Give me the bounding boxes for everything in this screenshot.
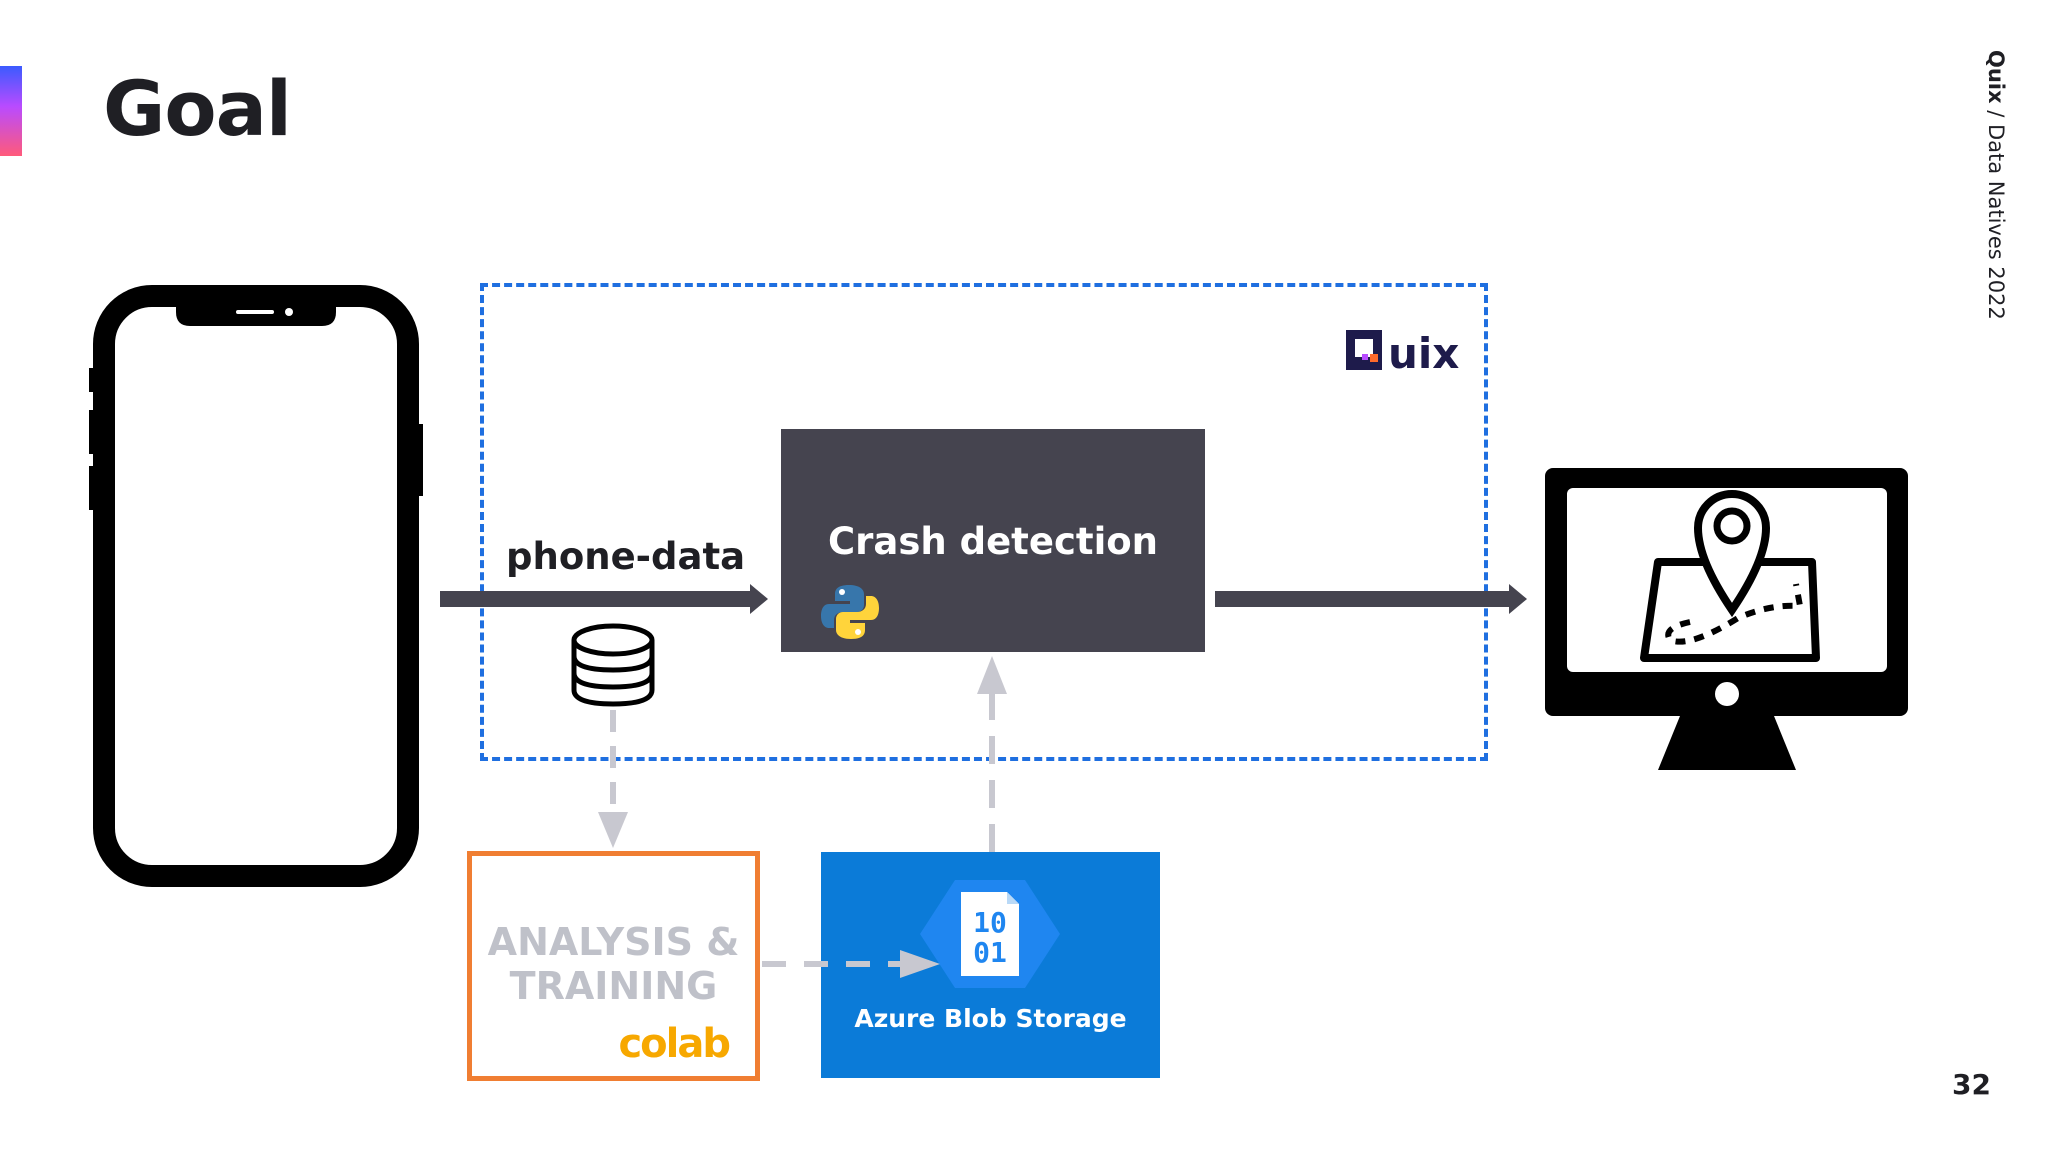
azure-blob-document-fold bbox=[1007, 892, 1019, 904]
analysis-training-label: ANALYSIS & TRAINING bbox=[487, 920, 740, 1008]
azure-blob-icon: 10 01 bbox=[920, 880, 1060, 988]
python-icon-eye-yellow bbox=[855, 629, 861, 635]
azure-blob-storage-label: Azure Blob Storage bbox=[854, 1004, 1127, 1033]
side-caption-event: / Data Natives 2022 bbox=[1984, 103, 2008, 320]
smartphone-button-mute bbox=[89, 368, 97, 392]
page-number: 32 bbox=[1952, 1068, 1991, 1101]
monitor-map-icon bbox=[1545, 468, 1908, 770]
slide-title: Goal bbox=[103, 64, 292, 153]
arrow-database-to-analysis-head bbox=[598, 812, 628, 848]
quix-logo-mark-inner bbox=[1355, 339, 1373, 357]
monitor-screen bbox=[1567, 488, 1887, 672]
side-caption-brand: Quix bbox=[1984, 50, 2008, 104]
quix-logo: uix bbox=[1346, 329, 1459, 374]
smartphone-notch bbox=[176, 296, 336, 326]
analysis-training-box: ANALYSIS & TRAINING colab bbox=[467, 851, 760, 1081]
python-icon-blue bbox=[821, 585, 864, 628]
arrow-crash-to-monitor-head bbox=[1509, 584, 1527, 614]
smartphone-camera bbox=[285, 308, 293, 316]
monitor-stand bbox=[1658, 716, 1796, 770]
quix-logo-dot-purple bbox=[1362, 354, 1368, 360]
azure-blob-digits-2: 01 bbox=[973, 936, 1007, 969]
smartphone-body bbox=[93, 285, 419, 887]
side-caption: Quix / Data Natives 2022 bbox=[1968, 50, 2008, 350]
quix-logo-dot-orange bbox=[1370, 354, 1378, 362]
quix-boundary bbox=[480, 283, 1488, 761]
monitor-power-dot bbox=[1715, 682, 1739, 706]
map-route bbox=[1665, 583, 1804, 645]
python-icon-eye-blue bbox=[839, 589, 845, 595]
quix-logo-text: uix bbox=[1388, 329, 1459, 374]
smartphone-button-volume-up bbox=[89, 410, 97, 454]
smartphone-button-volume-down bbox=[89, 466, 97, 510]
phone-data-label: phone-data bbox=[506, 535, 746, 578]
azure-blob-digits-1: 10 bbox=[973, 906, 1007, 939]
crash-detection-box: Crash detection bbox=[781, 429, 1205, 652]
accent-bar bbox=[0, 66, 22, 156]
monitor-frame bbox=[1545, 468, 1908, 716]
azure-blob-document bbox=[961, 892, 1019, 976]
colab-logo: colab bbox=[618, 1021, 731, 1067]
crash-detection-label: Crash detection bbox=[827, 520, 1159, 563]
azure-blob-storage-box: 10 01 Azure Blob Storage bbox=[821, 852, 1160, 1078]
smartphone-icon bbox=[89, 285, 423, 887]
smartphone-button-power bbox=[415, 424, 423, 496]
map-sheet bbox=[1640, 558, 1820, 662]
map-pin-hole bbox=[1713, 507, 1751, 545]
python-icon-yellow bbox=[836, 596, 879, 639]
map-pin-icon bbox=[1693, 490, 1771, 618]
python-icon bbox=[821, 585, 879, 639]
